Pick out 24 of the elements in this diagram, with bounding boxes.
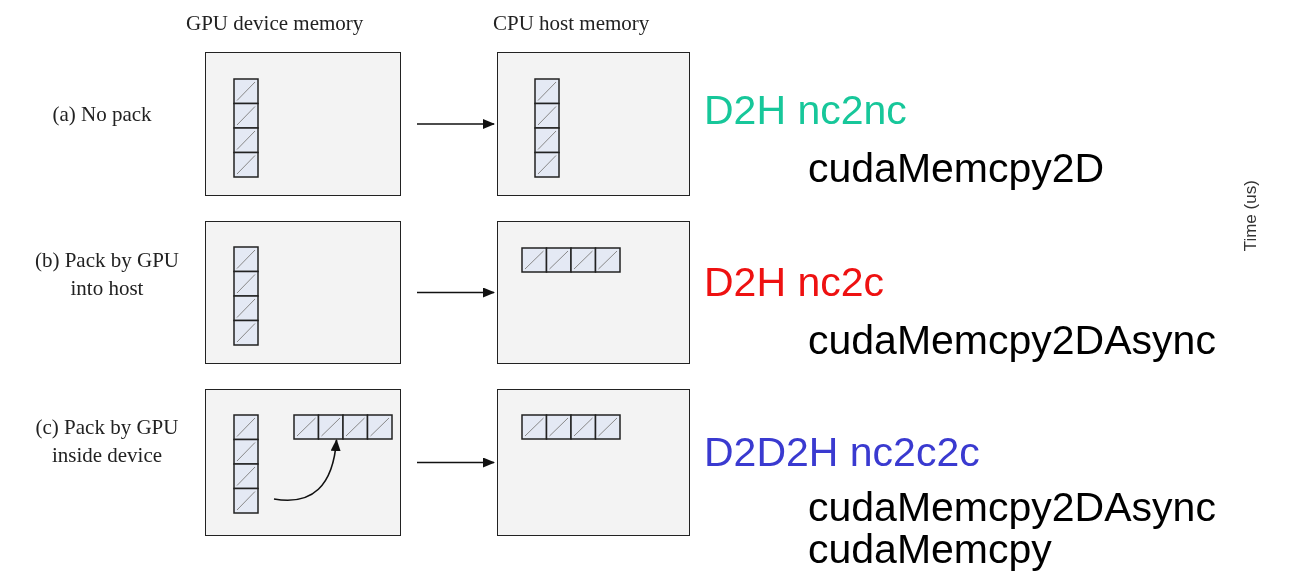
memory-box <box>497 389 690 536</box>
row-label: (a) No pack <box>51 101 153 128</box>
memory-box <box>205 221 401 364</box>
memory-box <box>497 221 690 364</box>
memory-box <box>497 52 690 196</box>
hatched-strip <box>233 414 259 512</box>
hatched-strip <box>293 414 390 439</box>
memory-box <box>205 52 401 196</box>
row-label: (b) Pack by GPU into host <box>33 247 181 302</box>
function-name: cudaMemcpy2D <box>808 146 1105 190</box>
memory-box <box>205 389 401 536</box>
column-header: CPU host memory <box>493 10 650 37</box>
arrow <box>416 119 495 129</box>
transfer-label: D2D2H nc2c2c <box>704 430 980 474</box>
arrow <box>416 287 495 298</box>
axis-title: Time (us) <box>1239 180 1261 252</box>
arrow <box>273 439 341 501</box>
function-name: cudaMemcpy2DAsync <box>808 485 1216 529</box>
row-label: (c) Pack by GPU inside device <box>34 414 180 469</box>
arrow <box>416 457 495 468</box>
function-name: cudaMemcpy2DAsync <box>808 318 1216 362</box>
column-header: GPU device memory <box>186 10 364 37</box>
transfer-label: D2H nc2c <box>704 260 884 304</box>
transfer-label: D2H nc2nc <box>704 88 907 132</box>
